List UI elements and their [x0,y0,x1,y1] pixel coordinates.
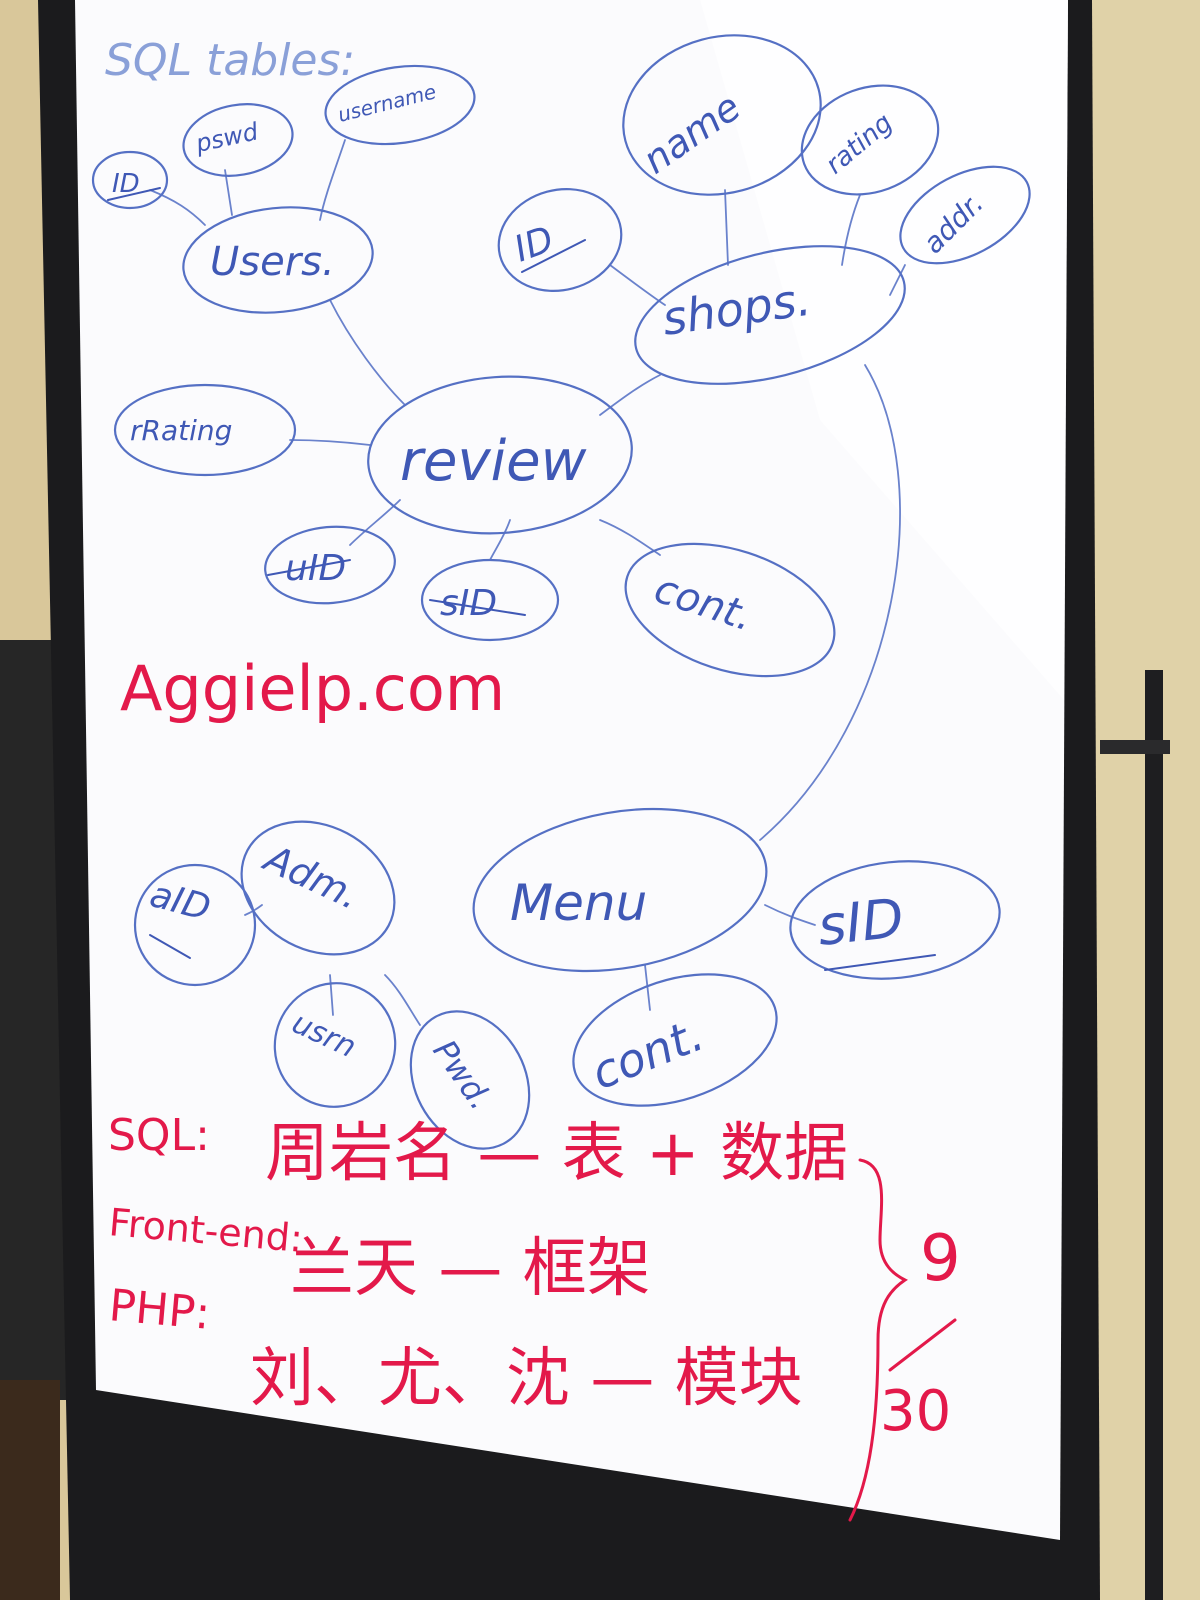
easel-post [1145,670,1163,1600]
label-review-uid: uID [285,548,346,589]
assignment-task-frontend: 兰天 — 框架 [290,1232,651,1306]
deadline-day: 30 [880,1379,951,1444]
deadline-slash [888,1318,957,1372]
assignment-task-sql: 周岩名 — 表 + 数据 [265,1117,848,1191]
oval-users [182,206,374,314]
desk-left [0,1380,60,1600]
oval-review-rrating [113,383,297,477]
assignment-role-sql: SQL: [108,1110,210,1161]
oval-shops-id [497,188,623,292]
board-glare [700,0,1068,700]
oval-users-username [324,64,476,146]
site-name: Aggielp.com [120,652,505,725]
assignment-task-php: 刘、尤、沈 — 模块 [250,1342,803,1416]
er-links [149,139,906,1026]
oval-users-id [91,150,169,210]
oval-shops-rating [800,84,940,196]
label-review: review [400,429,587,494]
header-text: SQL tables: [105,35,355,86]
oval-menu-cont [572,973,778,1107]
label-menu: Menu [510,874,647,932]
oval-menu-sid [789,860,1001,980]
label-users: Users. [210,239,335,285]
easel-clamp [1100,740,1170,754]
oval-users-pswd [182,103,294,177]
er-ovals [91,34,1031,1150]
oval-review-uid [264,525,396,605]
deadline-month: 9 [920,1222,961,1296]
oval-menu [472,807,768,973]
oval-adm-pwd [409,1010,531,1150]
oval-adm [240,820,396,956]
label-menu-sid: sID [815,886,907,958]
oval-review [367,375,633,535]
oval-adm-aid [133,863,257,987]
wall-right [1080,0,1200,1600]
oval-shops [634,245,906,385]
oval-adm-usrn [273,982,397,1108]
label-review-rrating: rRating [130,414,232,447]
oval-review-sid [420,558,560,642]
deadline-brace [848,1158,908,1522]
oval-shops-name [622,34,822,196]
oval-review-cont [624,542,836,678]
oval-shops-addr [899,165,1031,265]
assignment-role-php: PHP: [107,1280,212,1340]
